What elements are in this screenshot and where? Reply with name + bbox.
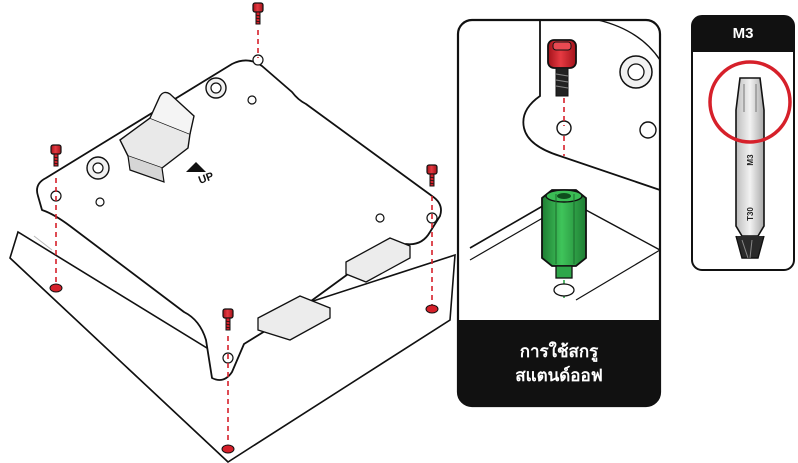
bit-marking-type: T30 xyxy=(746,207,755,221)
callout-caption: การใช้สกรู สแตนด์ออฟ xyxy=(458,340,660,388)
callout-screw-icon xyxy=(547,39,577,97)
callout-standoff-bump xyxy=(619,55,653,89)
mounting-plate: UP xyxy=(36,59,442,381)
standoff-icon xyxy=(541,189,587,279)
highlight-ring xyxy=(708,60,792,144)
callout-caption-line1: การใช้สกรู xyxy=(519,342,599,361)
m3-bit-panel: M3 T30 xyxy=(691,15,795,271)
up-arrow-icon xyxy=(186,162,206,172)
up-label: UP xyxy=(197,170,215,187)
callout-caption-line2: สแตนด์ออฟ xyxy=(515,366,603,385)
bit-marking-size: M3 xyxy=(746,154,755,166)
plate-standoff-1 xyxy=(86,156,110,180)
board-target-holes xyxy=(49,283,439,454)
standoff-callout xyxy=(456,18,662,408)
alignment-guides xyxy=(55,30,433,444)
plate-standoff-2 xyxy=(205,77,227,99)
torx-bit-icon xyxy=(735,77,765,259)
m3-size-label: M3 xyxy=(732,25,754,42)
